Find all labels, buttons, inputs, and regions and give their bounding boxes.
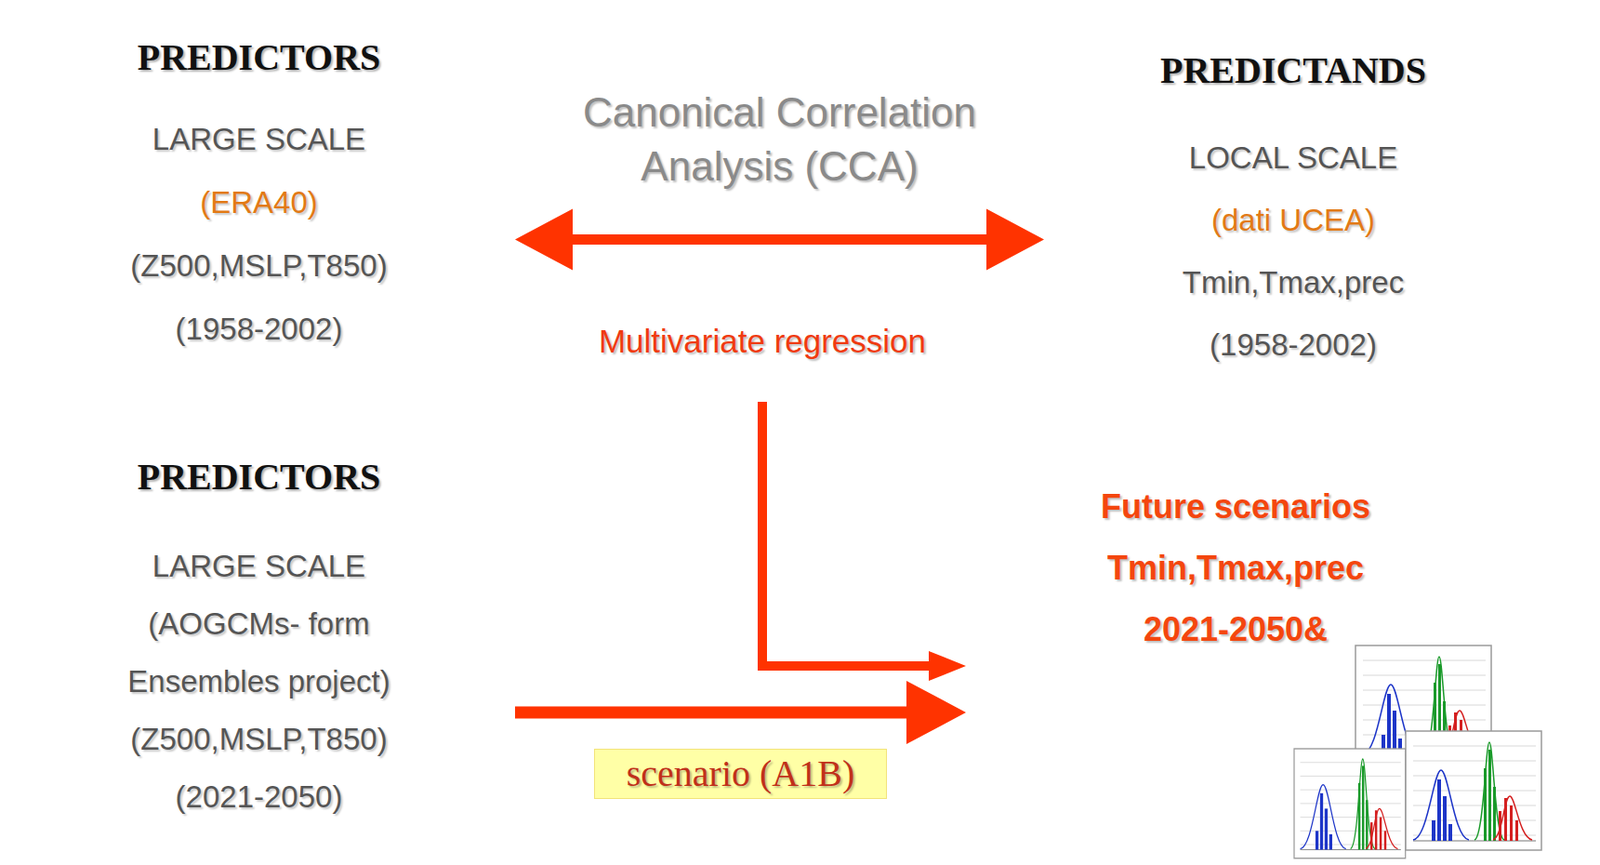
- box-text: Future scenarios: [969, 476, 1502, 538]
- cylinder-text: (Z500,MSLP,T850): [64, 234, 455, 298]
- arrow-head: [515, 209, 573, 271]
- arrow-head: [906, 680, 966, 744]
- data-cylinder: PREDICTORSLARGE SCALE(ERA40)(Z500,MSLP,T…: [12, 10, 506, 406]
- cylinder-text: LARGE SCALE: [101, 537, 418, 596]
- cylinder-text: (1958-2002): [1097, 313, 1489, 376]
- cylinder-text: LOCAL SCALE: [1097, 126, 1489, 189]
- cylinder-text: (Z500,MSLP,T850): [101, 710, 418, 768]
- cylinder-heading: PREDICTANDS: [1053, 18, 1534, 121]
- cylinder-text: (ERA40): [64, 171, 455, 235]
- cylinder-text: (1958-2002): [64, 297, 455, 361]
- data-cylinder: PREDICTANDSLOCAL SCALE(dati UCEA)Tmin,Tm…: [1053, 18, 1534, 398]
- arrow-head: [986, 209, 1045, 271]
- connector-line: [515, 706, 909, 719]
- cylinder-text: Tmin,Tmax,prec: [1097, 251, 1489, 314]
- process-box: Multivariate regression: [583, 283, 941, 398]
- histogram-chart: [1294, 748, 1406, 859]
- cylinder-text: LARGE SCALE: [64, 107, 455, 172]
- cylinder-heading: PREDICTORS: [12, 433, 506, 519]
- cylinder-text: (dati UCEA): [1097, 188, 1489, 252]
- box-text: Multivariate regression: [598, 318, 926, 363]
- arrow-head: [928, 650, 966, 681]
- box-text: Tmin,Tmax,prec: [969, 537, 1502, 599]
- cylinder-text: (AOGCMs- form Ensembles project): [101, 595, 418, 711]
- cylinder-text: (2021-2050): [101, 767, 418, 826]
- connector-line: [762, 401, 931, 666]
- histogram-chart: [1405, 730, 1542, 850]
- box-text: 2021-2050&: [969, 598, 1502, 661]
- connector-arrow: [762, 401, 966, 681]
- cylinder-heading: PREDICTORS: [12, 10, 506, 104]
- data-cylinder: PREDICTORS LARGE SCALE(AOGCMs- form Ensem…: [12, 433, 506, 846]
- output-box: Future scenariosTmin,Tmax,prec2021-2050&: [969, 446, 1595, 862]
- connector-line: [570, 234, 989, 245]
- edge-label: scenario (A1B): [594, 748, 887, 799]
- edge-label: Canonical Correlation Analysis (CCA): [556, 85, 1004, 194]
- connector-arrow: [515, 209, 1045, 271]
- connector-arrow: [515, 680, 966, 744]
